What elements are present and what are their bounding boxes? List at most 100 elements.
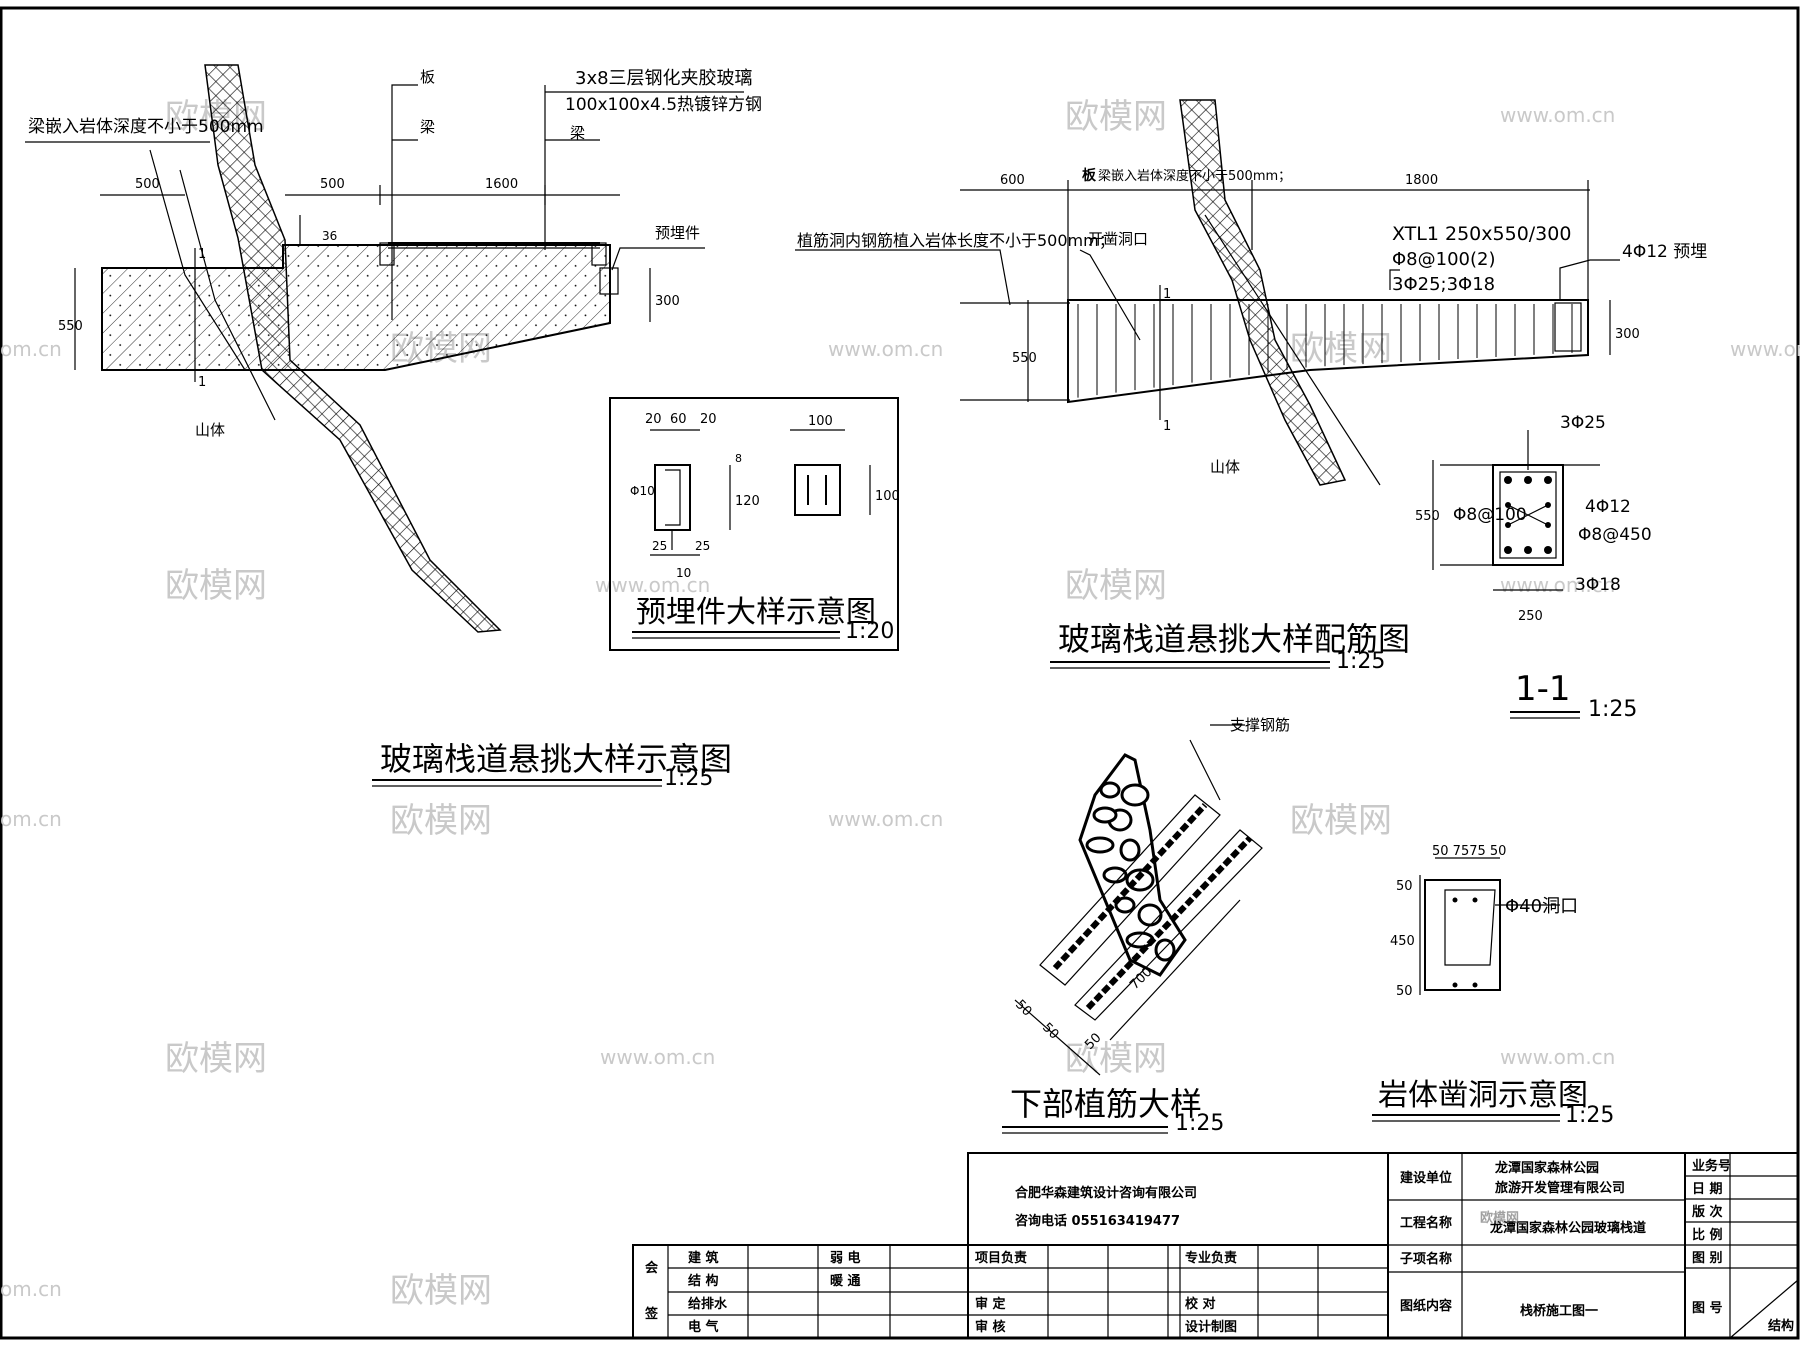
schematic-note-embed: 梁嵌入岩体深度不小于500mm [28, 117, 264, 137]
role-label: 审 定 [975, 1296, 1006, 1312]
dim-550: 550 [58, 319, 83, 334]
hole-dim-50: 50 [1396, 879, 1413, 894]
watermark-site: www.om.cn [1500, 103, 1615, 127]
section-label-bottom: 3Φ18 [1575, 575, 1621, 595]
watermark-logo: 欧模网 [1480, 1210, 1519, 1226]
discipline-label: 给排水 [688, 1296, 728, 1312]
rebar-detail: 600 板 梁嵌入岩体深度不小于500mm； 1800 植筋洞内钢筋植入岩体长度… [795, 99, 1707, 674]
hole-dim-50: 50 [1396, 984, 1413, 999]
hole-scale: 1:25 [1565, 1103, 1614, 1128]
rubble-stone [1114, 896, 1136, 914]
dim-36: 36 [322, 229, 337, 243]
dim-10: 10 [676, 566, 691, 580]
role-label: 项目负责 [975, 1250, 1027, 1266]
right-label: 图 别 [1692, 1251, 1723, 1266]
subitem-label: 子项名称 [1400, 1251, 1452, 1267]
schematic-scale: 1:25 [664, 766, 713, 791]
schematic-mountain-label: 山体 [195, 421, 225, 439]
rubble-stone [1119, 838, 1141, 862]
title-block: 合肥华森建筑设计咨询有限公司 咨询电话 055163419477 建设单位 龙潭… [632, 1152, 1799, 1339]
schematic-note-beam-side: 梁 [570, 124, 585, 142]
sign-label: 会 [645, 1260, 659, 1276]
section-label-tie: Φ8@450 [1578, 525, 1652, 545]
watermark-brand: 欧模网 [1290, 329, 1392, 369]
watermark-site: om.cn [0, 807, 62, 831]
dim-600: 600 [1000, 173, 1025, 188]
dim-300: 300 [655, 294, 680, 309]
hole-label-phi40: Φ40洞口 [1505, 896, 1578, 917]
hole-label-top: 50 7575 50 [1432, 844, 1506, 859]
rebar-mountain-label: 山体 [1210, 458, 1240, 476]
dim-phi10: Φ10 [630, 484, 655, 498]
section-label-top: 3Φ25 [1560, 413, 1606, 433]
rebar-note-bars: 3Φ25;3Φ18 [1392, 274, 1495, 295]
company-phone: 咨询电话 055163419477 [1015, 1213, 1180, 1229]
section-label-stirrup: Φ8@100 [1453, 505, 1527, 525]
section-mark: 1 [198, 247, 206, 262]
rebar-note-beam: XTL1 250x550/300 [1392, 223, 1571, 245]
anchor-scale: 1:25 [1175, 1111, 1224, 1136]
hole-dim-450: 450 [1390, 934, 1415, 949]
discipline-label: 结 构 [688, 1273, 719, 1289]
rebar-note-prefix: 板 [1082, 167, 1097, 184]
dim-100: 100 [875, 489, 900, 504]
watermark-brand: 欧模网 [390, 801, 492, 841]
client-value-1: 龙潭国家森林公园 [1495, 1160, 1599, 1176]
watermark-brand: 欧模网 [1065, 566, 1167, 606]
project-label: 工程名称 [1400, 1215, 1452, 1231]
section-dim-550: 550 [1415, 509, 1440, 524]
dim-500: 500 [135, 177, 160, 192]
schematic-note-steel: 100x100x4.5热镀锌方钢 [565, 95, 762, 115]
watermark-site: www.om.cn [828, 337, 943, 361]
watermark-brand: 欧模网 [1290, 801, 1392, 841]
rebar-detail-scale: 1:25 [1336, 649, 1385, 674]
dim-25: 25 [652, 539, 667, 553]
right-label: 版 次 [1692, 1204, 1723, 1220]
cantilever-schematic: 梁嵌入岩体深度不小于500mm 3x8三层钢化夹胶玻璃 100x100x4.5热… [25, 64, 762, 791]
client-label: 建设单位 [1400, 1170, 1452, 1186]
rock-mass [1179, 99, 1347, 486]
watermark-brand: 欧模网 [1065, 1039, 1167, 1079]
anchor-title: 下部植筋大样 [1010, 1085, 1202, 1123]
rock-hole-detail: 50 7575 50 Φ40洞口 50 450 50 岩体凿洞示意图 1:25 [1372, 844, 1614, 1128]
rebar-note-anchor: 植筋洞内钢筋植入岩体长度不小于500mm； [797, 231, 1115, 250]
dim-300: 300 [1615, 327, 1640, 342]
dim-60: 60 [670, 412, 687, 427]
right-label: 业务号 [1692, 1158, 1731, 1174]
watermark-site: www.om.cn [600, 1045, 715, 1069]
embedded-detail-scale: 1:20 [845, 619, 894, 644]
dim-500: 500 [320, 177, 345, 192]
rebar-note-embed: 梁嵌入岩体深度不小于500mm； [1098, 168, 1291, 184]
rubble-stone [1085, 836, 1115, 854]
section-mark: 1 [1163, 287, 1171, 302]
watermark-site: www.om.cn [1730, 337, 1800, 361]
section-title: 1-1 [1515, 669, 1571, 709]
watermark-site: om.cn [0, 337, 62, 361]
role-label: 设计制图 [1185, 1319, 1237, 1335]
section-label-side: 4Φ12 [1585, 497, 1631, 517]
rubble-stone [1154, 938, 1176, 962]
right-label: 图 号 [1692, 1301, 1723, 1316]
anchor-label-support: 支撑钢筋 [1230, 716, 1290, 734]
section-1-1: 3Φ25 Φ8@100 4Φ12 Φ8@450 3Φ18 550 250 1-1… [1415, 413, 1652, 722]
section-scale: 1:25 [1588, 697, 1637, 722]
section-dim-250: 250 [1518, 609, 1543, 624]
embedded-part-detail: 20 60 20 8 120 Φ10 25 25 10 100 100 预埋件大… [609, 397, 900, 651]
drawing-title: 栈桥施工图一 [1520, 1303, 1598, 1319]
watermark-site: www.om.cn [595, 573, 710, 597]
dim-550: 550 [1012, 351, 1037, 366]
hole-title: 岩体凿洞示意图 [1378, 1078, 1588, 1113]
cantilever-beam [101, 244, 611, 371]
watermark-site: om.cn [0, 1277, 62, 1301]
content-label: 图纸内容 [1400, 1298, 1452, 1314]
watermark-brand: 欧模网 [1065, 97, 1167, 137]
schematic-title: 玻璃栈道悬挑大样示意图 [380, 740, 732, 778]
dim-120: 120 [735, 494, 760, 509]
dim-1800: 1800 [1405, 173, 1438, 188]
rubble-stone [1099, 781, 1121, 799]
rebar-note-stirrup: Φ8@100(2) [1392, 249, 1495, 270]
role-label: 审 核 [975, 1319, 1006, 1335]
discipline-label: 弱 电 [830, 1250, 861, 1266]
dim-1600: 1600 [485, 177, 518, 192]
